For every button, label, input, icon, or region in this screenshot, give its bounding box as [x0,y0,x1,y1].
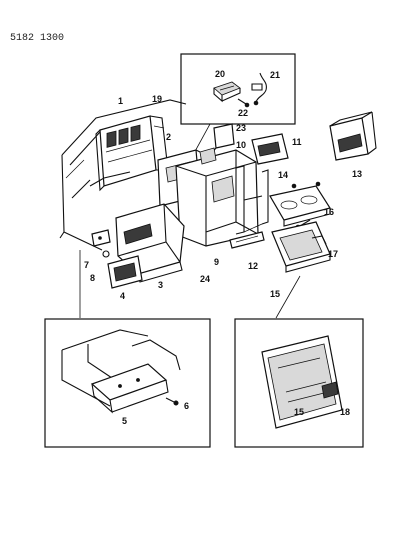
callout-8: 8 [90,273,95,283]
part-6-screw [165,397,179,406]
inset-box-bottom-right [234,318,364,448]
part-13-vent [329,111,377,161]
callout-24: 24 [200,274,210,284]
callout-16: 16 [324,207,334,217]
leader-right-inset [275,275,301,319]
part-5-bezel [90,363,169,414]
callout-5: 5 [122,416,127,426]
inset-box-bottom-left [44,318,211,448]
part-17-hinge [311,235,327,245]
part-7-knob [102,250,110,258]
callout-15-inset: 15 [294,407,304,417]
part-14-cupholder [269,181,331,227]
inset-box-top [180,53,296,167]
callout-19: 19 [152,94,162,104]
callout-1: 1 [118,96,123,106]
callout-23: 23 [236,123,246,133]
callout-20: 20 [215,69,225,79]
callout-22: 22 [238,108,248,118]
part-11-switch-bezel [251,133,289,165]
part-12-switch-strip [229,231,265,249]
part-10-bracket [235,165,269,235]
callout-6: 6 [184,401,189,411]
part-8-switch [91,229,111,247]
callout-18: 18 [340,407,350,417]
callout-13: 13 [352,169,362,179]
part-21-harness [251,72,267,106]
part-9-console-housing [175,147,259,247]
callout-21: 21 [270,70,280,80]
callout-17: 17 [328,249,338,259]
part-15-armrest-lid [271,221,331,273]
callout-12: 12 [248,261,258,271]
callout-9: 9 [214,257,219,267]
callout-11: 11 [292,137,302,147]
callout-3: 3 [158,280,163,290]
part-22-screw [237,98,250,108]
callout-2: 2 [166,132,171,142]
part-18-clip [321,381,339,399]
part-15-lid-detail [261,335,343,429]
instrument-panel-body [59,99,187,251]
part-24-duct [115,203,185,275]
callout-4: 4 [120,291,125,301]
callout-7: 7 [84,260,89,270]
callout-10: 10 [236,140,246,150]
document-number: 5182 1300 [10,33,64,44]
part-1-cluster-bezel [89,115,157,192]
part-4-radio [107,255,143,289]
part-20-connector [213,81,241,103]
callout-14: 14 [278,170,288,180]
callout-15: 15 [270,289,280,299]
callout-labels: 1 19 2 23 10 11 13 14 16 17 12 15 9 24 3… [84,69,362,426]
